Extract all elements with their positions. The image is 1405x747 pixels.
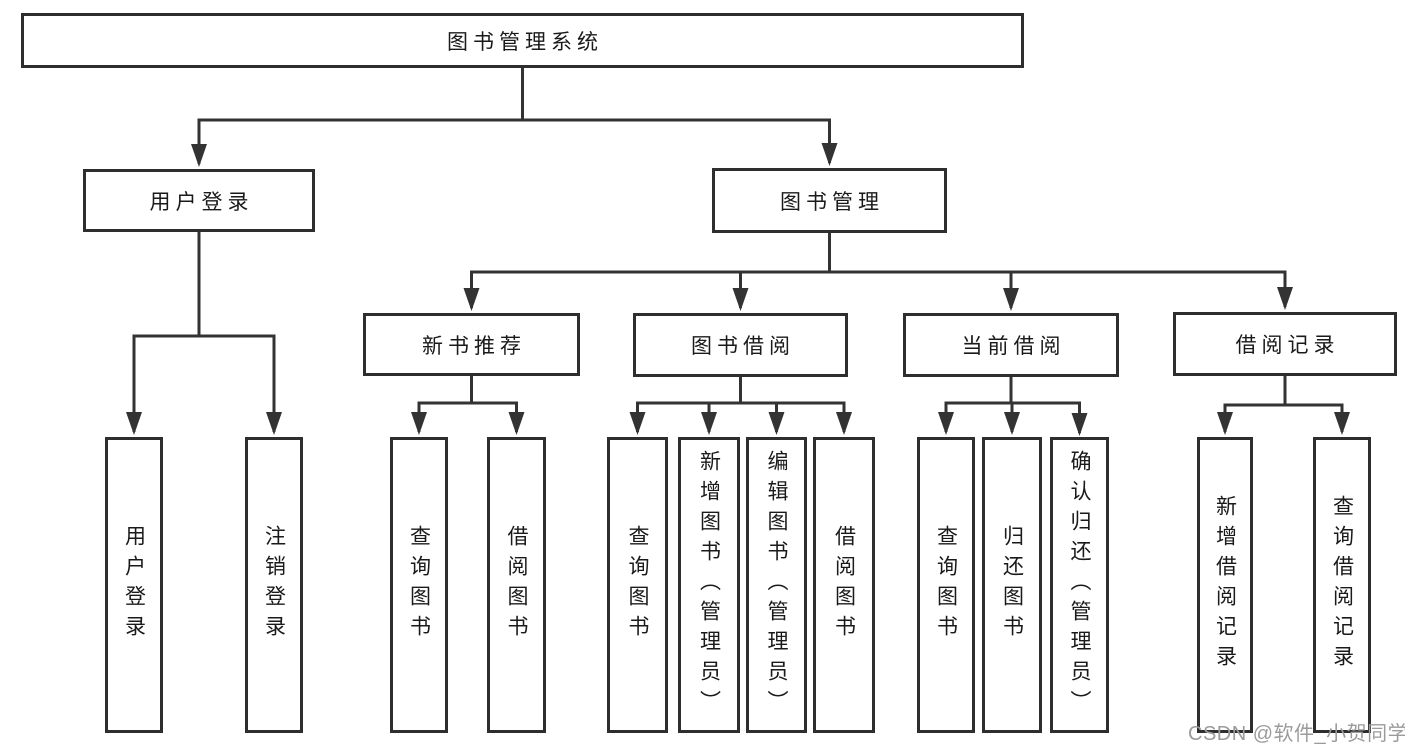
leaf-borrow-book: 借阅图书 [813, 437, 875, 733]
connector-user-login-branch [126, 232, 282, 435]
leaf-label: 新增图书（管理员） [697, 450, 721, 720]
leaf-query-book-recommend: 查询图书 [390, 437, 448, 733]
leaf-query-borrow-record: 查询借阅记录 [1313, 437, 1371, 733]
node-current-borrow: 当前借阅 [903, 313, 1119, 377]
node-user-login: 用户登录 [83, 169, 315, 232]
leaf-query-book-current: 查询图书 [917, 437, 975, 733]
connector-current-branch [938, 377, 1088, 436]
node-library-system: 图书管理系统 [21, 13, 1024, 68]
leaf-borrow-book-recommend: 借阅图书 [487, 437, 546, 733]
leaf-label: 借阅图书 [832, 525, 856, 645]
node-label: 借阅记录 [1235, 334, 1340, 357]
leaf-label: 新增借阅记录 [1213, 495, 1237, 675]
leaf-query-book-borrow: 查询图书 [607, 437, 668, 733]
leaf-label: 借阅图书 [505, 525, 528, 645]
leaf-label: 查询图书 [934, 525, 958, 645]
leaf-label: 归还图书 [1000, 525, 1024, 645]
leaf-label: 查询借阅记录 [1330, 495, 1354, 675]
leaf-add-book-admin: 新增图书（管理员） [678, 437, 740, 733]
leaf-user-login: 用户登录 [105, 437, 163, 733]
leaf-return-book: 归还图书 [982, 437, 1042, 733]
leaf-add-borrow-record: 新增借阅记录 [1197, 437, 1253, 733]
leaf-confirm-return-admin: 确认归还（管理员） [1050, 437, 1109, 733]
node-label: 图书借阅 [691, 335, 795, 358]
leaf-label: 注销登录 [262, 525, 286, 645]
leaf-label: 确认归还（管理员） [1068, 450, 1091, 720]
node-label: 图书管理系统 [447, 30, 603, 54]
node-label: 用户登录 [149, 190, 254, 214]
leaf-label: 用户登录 [122, 525, 146, 645]
connector-root-branch [191, 68, 838, 167]
leaf-edit-book-admin: 编辑图书（管理员） [746, 437, 807, 733]
leaf-label: 查询图书 [626, 525, 649, 645]
leaf-label: 编辑图书（管理员） [765, 450, 788, 720]
leaf-logout: 注销登录 [245, 437, 303, 733]
node-borrow-record: 借阅记录 [1173, 312, 1397, 376]
node-label: 当前借阅 [961, 335, 1066, 358]
connector-book-management-branch [463, 233, 1293, 311]
node-label: 新书推荐 [422, 334, 526, 358]
node-new-book-recommend: 新书推荐 [363, 313, 580, 376]
leaf-label: 查询图书 [407, 525, 431, 645]
csdn-watermark: CSDN @软件_小贺同学 [1188, 723, 1405, 745]
node-book-borrow: 图书借阅 [633, 313, 848, 377]
connector-record-branch [1217, 376, 1350, 435]
connector-borrow-branch [629, 377, 852, 435]
node-book-management: 图书管理 [712, 168, 947, 233]
connector-recommend-branch [411, 376, 525, 435]
node-label: 图书管理 [780, 190, 884, 214]
